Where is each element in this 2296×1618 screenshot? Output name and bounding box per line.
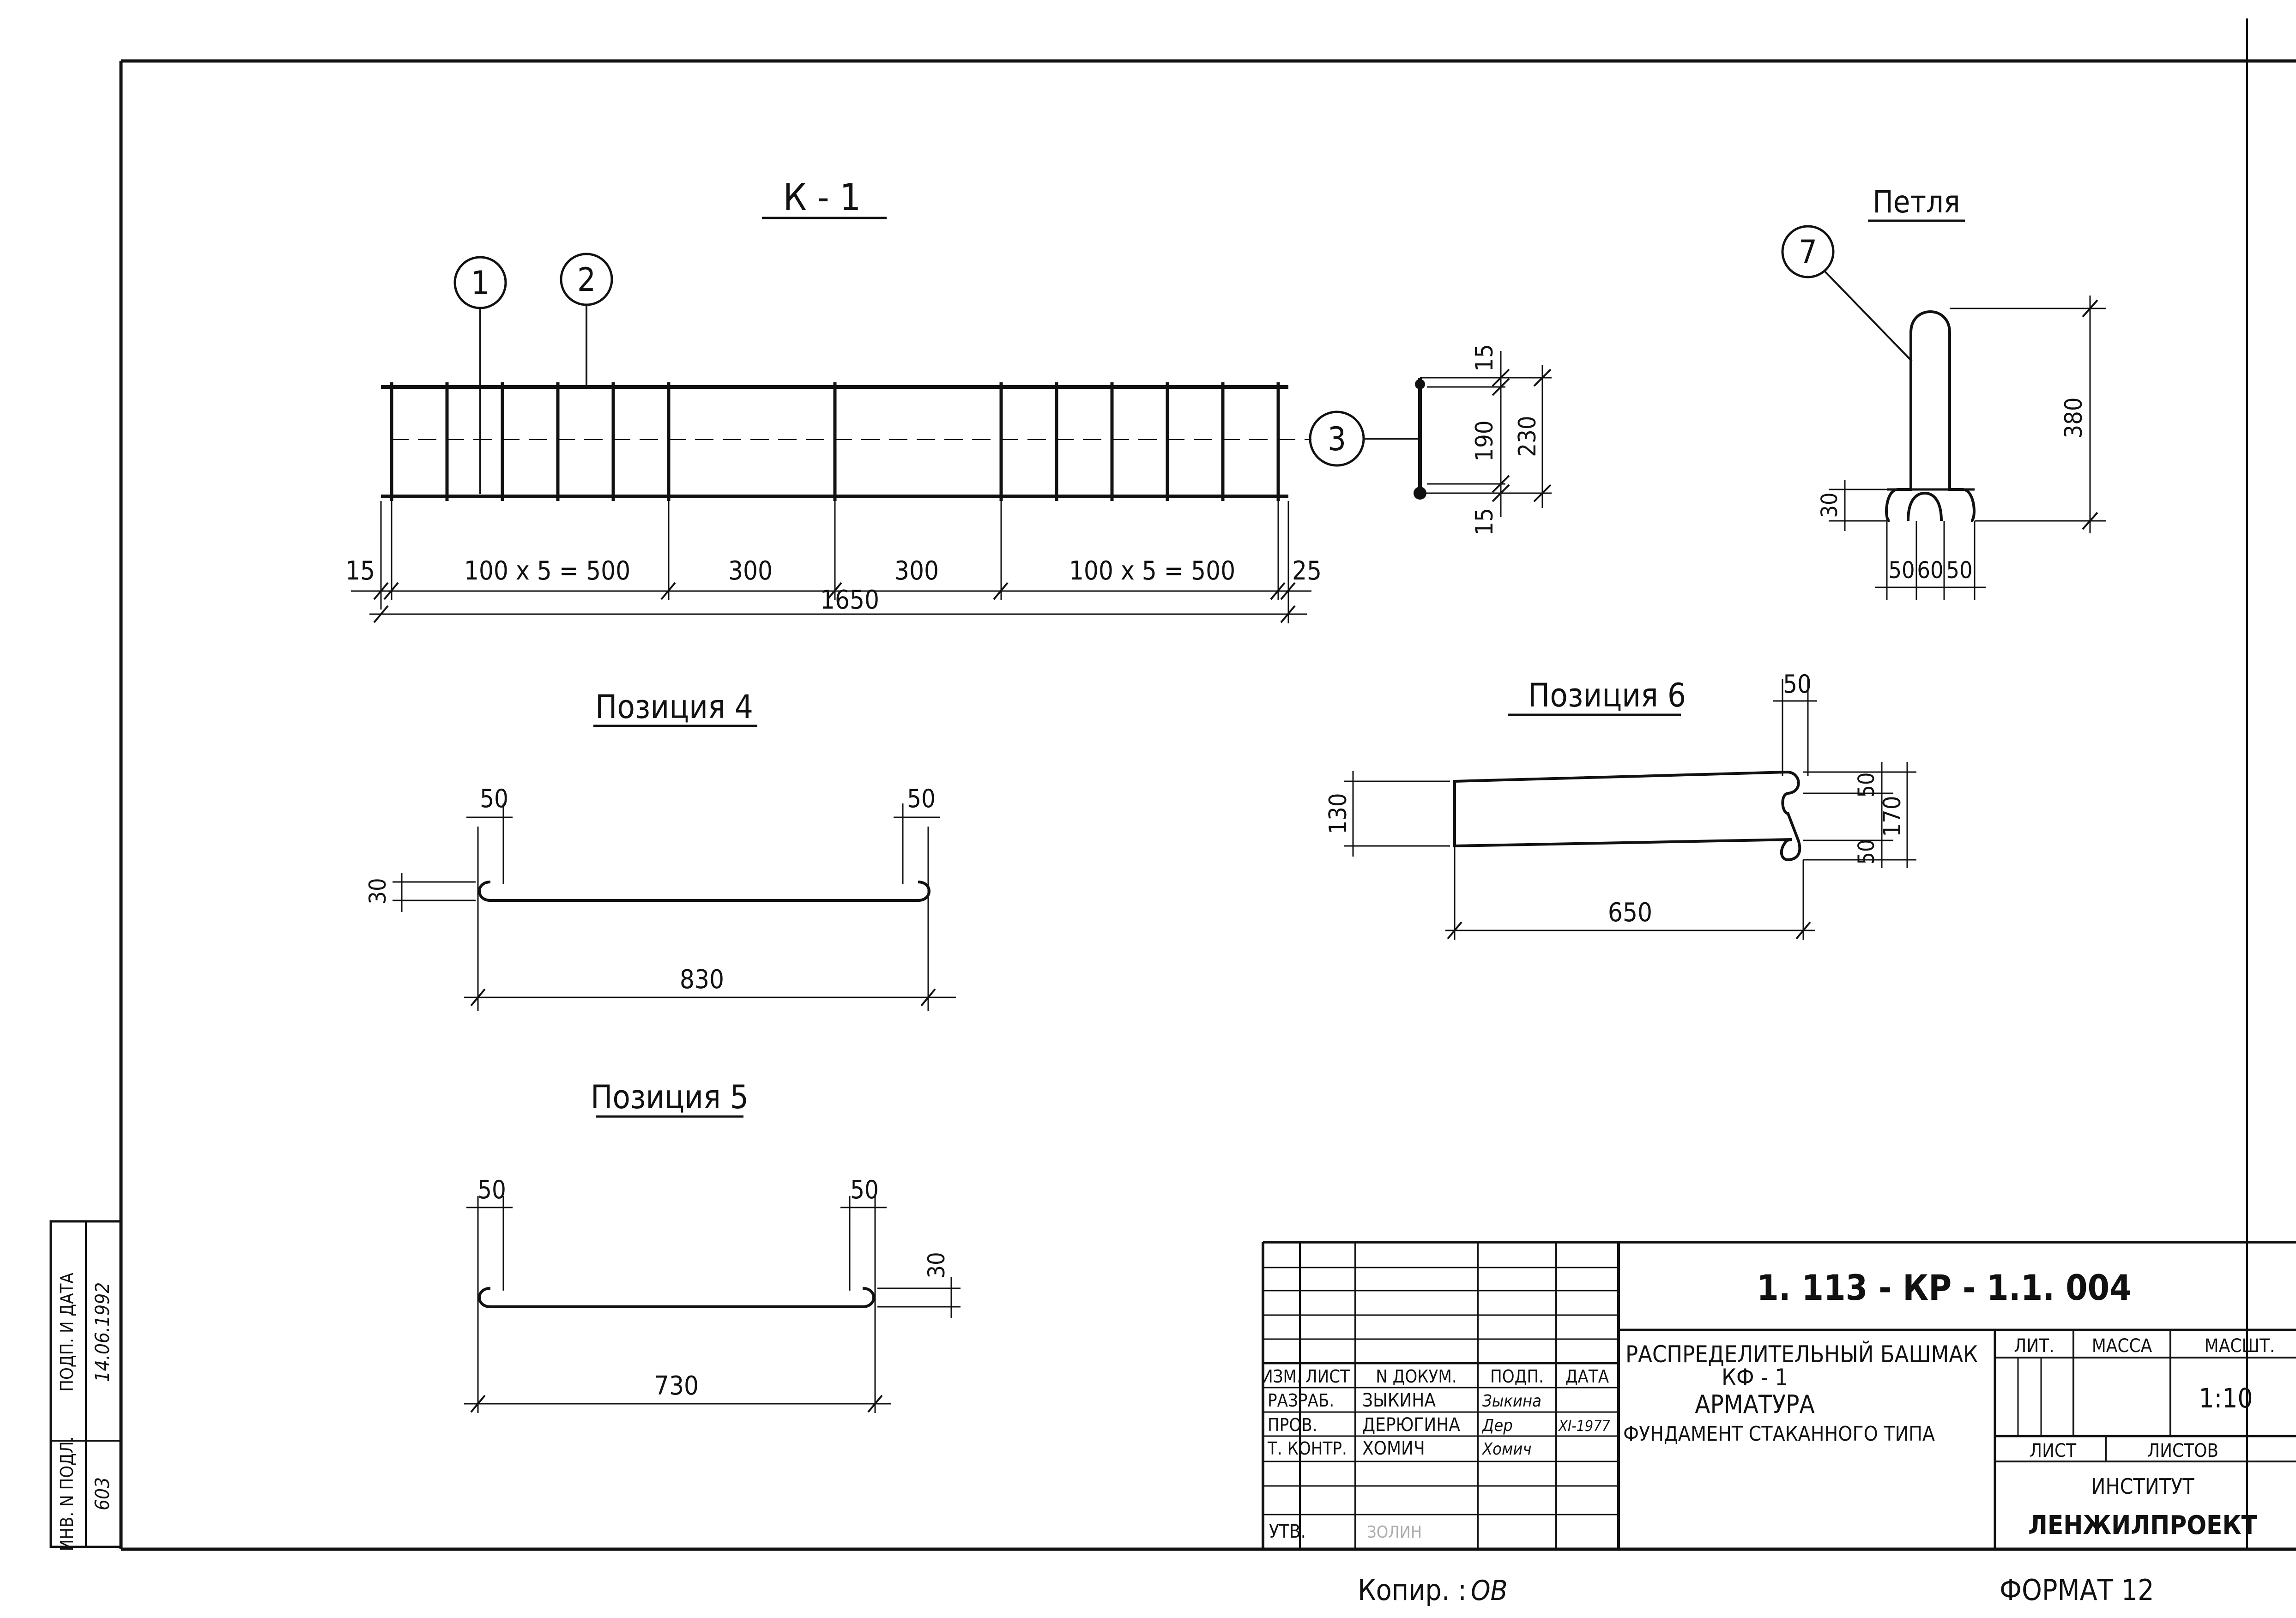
k1-section-top: 15: [1471, 344, 1498, 372]
left-stamp-col1-value: 603: [91, 1477, 114, 1510]
tb-sheets-label: ЛИСТОВ: [2147, 1440, 2218, 1461]
pos6-dim-top: 50: [1783, 670, 1812, 699]
pos5-view: Позиция 5 50 50 30 730: [464, 1078, 961, 1413]
tb-lit-label: ЛИТ.: [2014, 1335, 2054, 1357]
tb-sign-tkontr: Хомич: [1481, 1440, 1532, 1459]
loop-view: Петля 7 380 30 50 60 50: [1781, 184, 2106, 600]
tb-title-line-4: ФУНДАМЕНТ СТАКАННОГО ТИПА: [1623, 1422, 1935, 1446]
pos5-dim-hook-left: 50: [477, 1175, 506, 1204]
k1-dim-total: 1650: [820, 585, 879, 615]
sheet-frame: [119, 18, 2296, 1551]
tb-header-list: ЛИСТ: [1305, 1366, 1350, 1387]
k1-dim-left-end: 15: [345, 556, 375, 586]
pos6-bar: [1453, 770, 1801, 862]
tb-role-prov: ПРОВ.: [1268, 1415, 1317, 1435]
left-stamp-col2-header: ПОДП. И ДАТА: [57, 1273, 77, 1392]
left-stamp-col1-header: ИНВ. N ПОДЛ.: [57, 1437, 77, 1552]
loop-dim-b2: 60: [1917, 557, 1943, 584]
tb-title-line-2: КФ - 1: [1722, 1364, 1788, 1391]
k1-section-bottom: 15: [1471, 508, 1498, 536]
loop-dim-b1: 50: [1888, 557, 1915, 584]
k1-dimensions: 15 100 х 5 = 500 300 300 100 х 5 = 500 2…: [345, 501, 1322, 623]
tb-sign-razrab: Зыкина: [1482, 1392, 1541, 1411]
loop-title: Петля: [1873, 184, 1960, 220]
pos4-dim-hook-height: 30: [364, 878, 391, 904]
k1-title: К - 1: [783, 176, 861, 219]
svg-text:2: 2: [577, 261, 596, 299]
k1-dim-seg2: 300: [728, 556, 773, 586]
tb-title-line-3: АРМАТУРА: [1695, 1390, 1814, 1419]
footer-format-label: ФОРМАТ 12: [2000, 1573, 2154, 1607]
tb-header-doc: N ДОКУМ.: [1376, 1366, 1457, 1387]
tb-name-prov: ДЕРЮГИНА: [1362, 1414, 1460, 1436]
k1-section: 3 15 190 230 15: [1309, 344, 1552, 536]
k1-section-mid: 190: [1471, 420, 1498, 461]
loop-callout-circle: [1781, 225, 1835, 278]
tb-code: 1. 113 - КР - 1.1. 004: [1757, 1267, 2132, 1308]
pos6-dim-notch1: 50: [1854, 773, 1879, 798]
k1-view: К - 1 1 2: [345, 176, 1552, 623]
sheet-footer: Копир. : ОВ ФОРМАТ 12: [1358, 1573, 2154, 1607]
left-stamp: ИНВ. N ПОДЛ. ПОДП. И ДАТА 603 14.06.1992: [49, 1220, 122, 1552]
loop-shape: [1885, 310, 1976, 522]
tb-sign-prov: Дер: [1481, 1416, 1513, 1435]
pos4-bar: [478, 881, 930, 902]
left-stamp-col2-value: 14.06.1992: [91, 1282, 114, 1382]
pos5-dim-length: 730: [654, 1371, 699, 1401]
k1-dim-seg1: 100 х 5 = 500: [464, 556, 630, 586]
tb-title-line-1: РАСПРЕДЕЛИТЕЛЬНЫЙ БАШМАК: [1625, 1340, 1978, 1368]
loop-dim-b3: 50: [1946, 557, 1972, 584]
footer-copy-label: Копир. :: [1358, 1573, 1467, 1607]
loop-callout-7: 7: [1799, 233, 1817, 271]
tb-scale-label: МАСШТ.: [2205, 1335, 2275, 1357]
loop-dim-height: 380: [2060, 397, 2088, 438]
tb-org-line-1: ИНСТИТУТ: [2091, 1474, 2195, 1499]
tb-org-line-2: ЛЕНЖИЛПРОЕКТ: [2028, 1510, 2258, 1540]
pos6-view: Позиция 6 130 50 50 50 170 650: [1324, 670, 1916, 940]
k1-transverse-bars: [390, 382, 1280, 501]
pos5-dim-hook-height: 30: [923, 1252, 950, 1278]
tb-header-izm: ИЗМ.: [1261, 1366, 1302, 1387]
pos4-view: Позиция 4 50 50 30 830: [364, 688, 956, 1011]
tb-name-tkontr: ХОМИЧ: [1362, 1438, 1425, 1459]
pos5-bar: [478, 1287, 875, 1308]
pos4-dim-length: 830: [680, 965, 724, 995]
tb-role-tkontr: Т. КОНТР.: [1267, 1438, 1347, 1459]
tb-scale-value: 1:10: [2199, 1383, 2253, 1414]
tb-sheet-label: ЛИСТ: [2030, 1440, 2077, 1461]
pos4-dim-hook-left: 50: [480, 784, 508, 813]
k1-dim-seg3: 300: [894, 556, 939, 586]
pos6-dim-length: 650: [1608, 898, 1652, 928]
footer-copy-mark: ОВ: [1471, 1575, 1508, 1607]
tb-name-utv: ЗОЛИН: [1367, 1523, 1422, 1542]
pos6-dim-left-height: 130: [1324, 793, 1352, 834]
k1-callout-3: 3: [1328, 420, 1346, 458]
tb-role-razrab: РАЗРАБ.: [1268, 1390, 1334, 1411]
tb-header-sign: ПОДП.: [1490, 1366, 1544, 1387]
pos4-title: Позиция 4: [595, 688, 753, 726]
k1-section-total: 230: [1514, 416, 1541, 457]
k1-dim-seg4: 100 х 5 = 500: [1069, 556, 1235, 586]
svg-text:1: 1: [471, 264, 489, 302]
k1-callout-1: 1: [453, 256, 507, 494]
tb-date-prov: XI-1977: [1558, 1417, 1611, 1435]
pos6-dim-right-height: 170: [1879, 796, 1906, 837]
k1-dim-right-end: 25: [1292, 556, 1322, 586]
k1-callout-2: 2: [560, 253, 613, 387]
tb-header-date: ДАТА: [1565, 1366, 1609, 1387]
pos4-dim-hook-right: 50: [907, 784, 936, 813]
loop-dim-foot: 30: [1817, 493, 1843, 518]
pos6-title: Позиция 6: [1528, 676, 1686, 714]
tb-name-razrab: ЗЫКИНА: [1362, 1390, 1436, 1411]
title-block: ИЗМ. ЛИСТ N ДОКУМ. ПОДП. ДАТА РАЗРАБ. ЗЫ…: [1261, 1241, 2296, 1549]
tb-mass-label: МАССА: [2092, 1335, 2152, 1357]
tb-role-utv: УТВ.: [1269, 1521, 1306, 1542]
pos5-dim-hook-right: 50: [850, 1175, 879, 1204]
pos5-title: Позиция 5: [591, 1078, 749, 1116]
pos6-dim-notch2: 50: [1854, 839, 1879, 865]
